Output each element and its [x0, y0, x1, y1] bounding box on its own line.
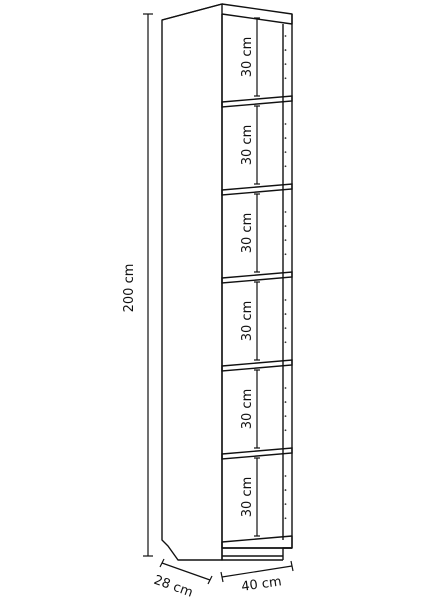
height-label: 200 cm: [122, 264, 137, 313]
shelf-board: [221, 271, 293, 284]
shelf-gap-dimensions: [254, 17, 260, 537]
peg-hole: [284, 63, 287, 66]
shelf-gap-label: 30 cm: [240, 477, 255, 518]
width-label: 40 cm: [240, 574, 282, 594]
peg-hole: [284, 253, 287, 256]
shelf-gap-label: 30 cm: [240, 125, 255, 166]
shelf-gap-label: 30 cm: [240, 389, 255, 430]
bottom-board: [221, 535, 293, 549]
width-dimension: [220, 560, 294, 583]
peg-hole: [284, 489, 287, 491]
plinth: [221, 547, 292, 561]
peg-hole: [284, 387, 287, 389]
shelf-board: [221, 447, 293, 460]
shelf-gap-label: 30 cm: [240, 213, 255, 254]
peg-hole: [284, 49, 287, 51]
peg-hole: [284, 151, 287, 154]
peg-hole: [284, 415, 287, 418]
depth-label: 28 cm: [152, 573, 195, 600]
peg-hole: [284, 517, 287, 520]
peg-hole: [284, 299, 287, 301]
peg-hole: [284, 165, 287, 168]
peg-hole: [284, 313, 287, 315]
peg-hole: [284, 475, 287, 477]
left-side-panel: [161, 3, 223, 561]
peg-hole: [284, 137, 287, 139]
peg-hole: [284, 211, 287, 213]
depth-dimension: [159, 558, 213, 585]
shelf-board: [221, 359, 293, 372]
peg-hole: [284, 401, 287, 403]
peg-hole: [284, 239, 287, 242]
shelf-gap-label: 30 cm: [240, 301, 255, 342]
shelf-layer: [221, 95, 293, 460]
peg-hole: [284, 341, 287, 344]
top-panel: [161, 3, 293, 25]
peg-holes: [284, 35, 287, 520]
shelf-board: [221, 183, 293, 196]
peg-hole: [284, 429, 287, 432]
peg-hole: [284, 327, 287, 330]
shelf-board: [221, 95, 293, 108]
height-dimension: [143, 13, 153, 557]
peg-hole: [284, 77, 287, 80]
shelf-gap-label: 30 cm: [240, 37, 255, 78]
peg-hole: [284, 35, 287, 37]
peg-hole: [284, 503, 287, 506]
peg-hole: [284, 225, 287, 227]
peg-hole: [284, 123, 287, 125]
